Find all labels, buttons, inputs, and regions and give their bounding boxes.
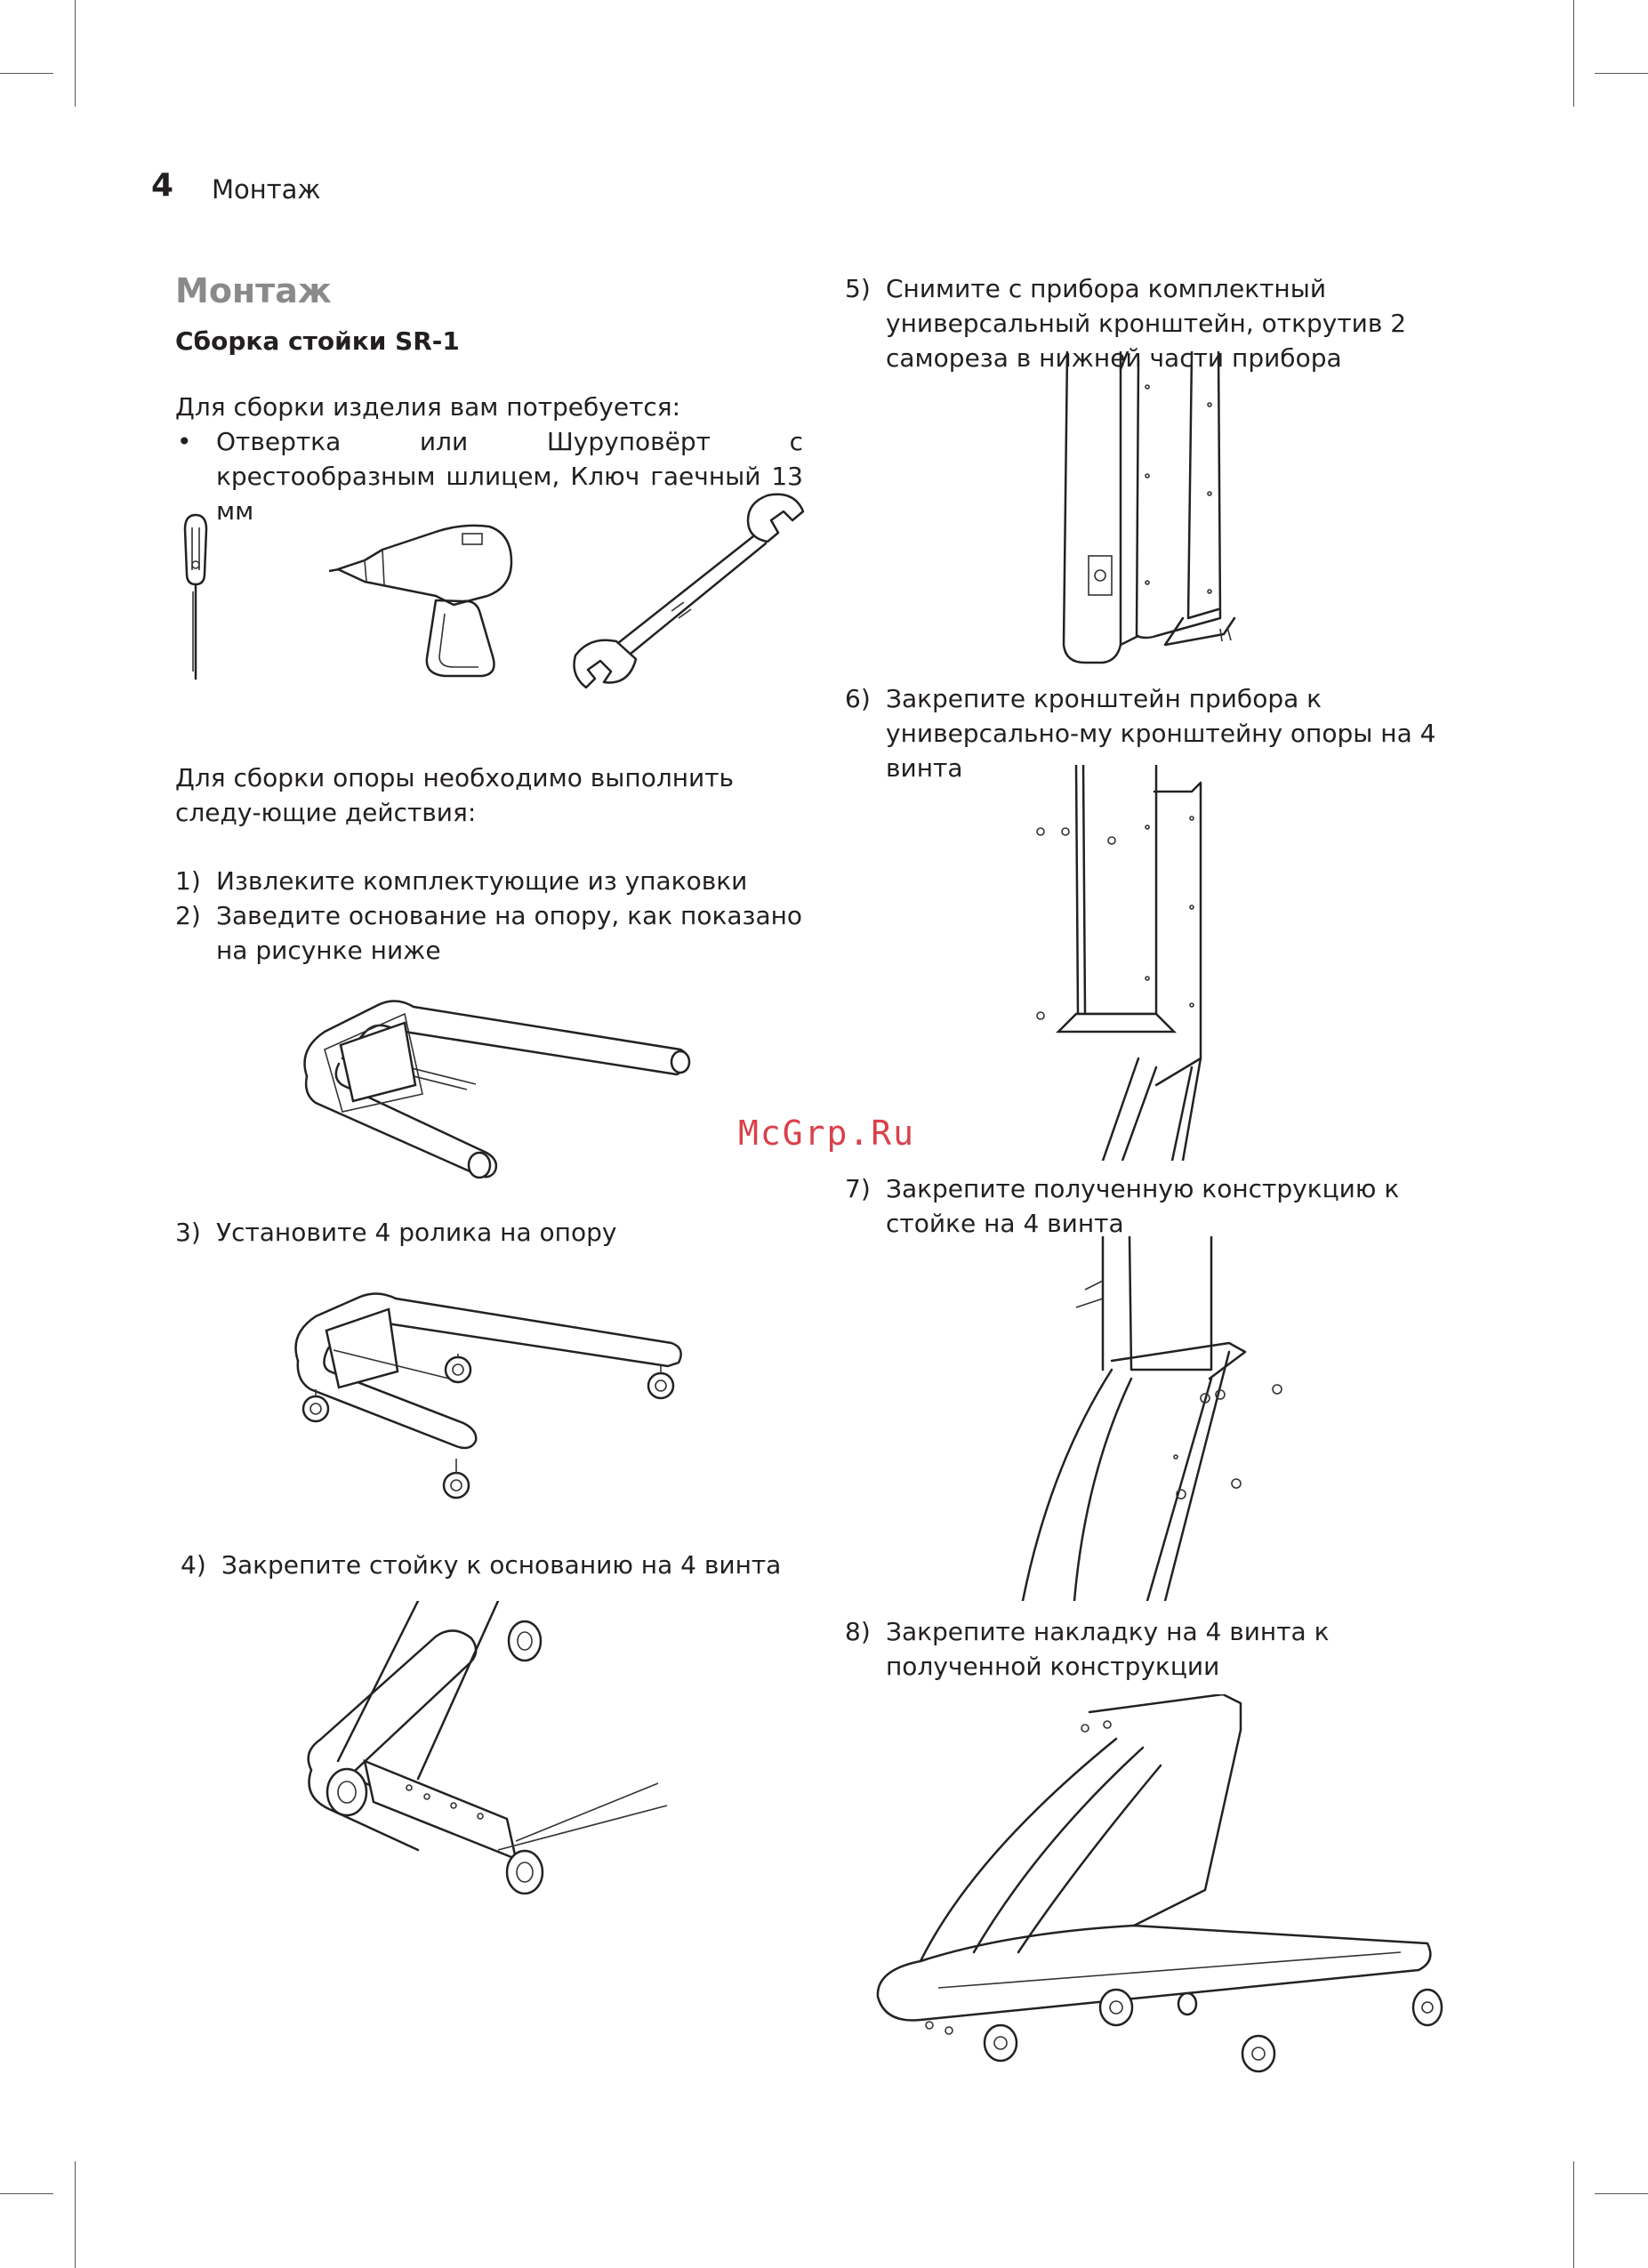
- crop-mark: [75, 2161, 76, 2268]
- device-bracket-illustration: [1032, 351, 1263, 672]
- step-7-block: 7) Закрепите полученную конструкцию к ст…: [845, 1171, 1476, 1241]
- step-4-block: 4) Закрепите стойку к основанию на 4 вин…: [181, 1548, 808, 1582]
- step-text: Закрепите полученную конструкцию к стойк…: [886, 1174, 1400, 1238]
- crop-mark: [0, 2193, 53, 2194]
- steps-intro: Для сборки опоры необходимо выполнить сл…: [175, 763, 735, 827]
- step-number: 2): [175, 901, 201, 930]
- step-item: 8) Закрепите накладку на 4 винта к получ…: [845, 1614, 1476, 1684]
- tools-text: Отвертка или Шуруповёрт с крестообразным…: [216, 427, 803, 526]
- step-item: 4) Закрепите стойку к основанию на 4 вин…: [181, 1548, 808, 1582]
- page-number: 4: [151, 167, 174, 204]
- step-5-block: 5) Снимите с прибора комплектный универс…: [845, 271, 1476, 375]
- step-text: Снимите с прибора комплектный универсаль…: [886, 274, 1407, 373]
- step-text: Закрепите кронштейн прибора к универсаль…: [886, 684, 1436, 783]
- stand-base-bolting-illustration: [302, 1601, 676, 1894]
- step-item: 6) Закрепите кронштейн прибора к универс…: [845, 681, 1476, 785]
- steps-1-2: 1) Извлеките комплектующие из упаковки 2…: [175, 864, 803, 968]
- section-title: Монтаж: [175, 271, 332, 310]
- step-6-block: 6) Закрепите кронштейн прибора к универс…: [845, 681, 1476, 785]
- watermark: McGrp.Ru: [738, 1114, 916, 1153]
- drill-illustration: [329, 507, 525, 685]
- running-header: Монтаж: [212, 174, 321, 205]
- step-number: 4): [181, 1550, 206, 1580]
- tools-list-item: • Отвертка или Шуруповёрт с крестообразн…: [175, 424, 803, 528]
- stand-column-assembly-illustration: [978, 1236, 1298, 1601]
- crop-mark: [1573, 0, 1574, 107]
- crop-mark: [1595, 73, 1648, 74]
- complete-stand-illustration: [867, 1694, 1445, 2095]
- base-with-wheels-illustration: [280, 1290, 698, 1512]
- step-number: 7): [845, 1174, 871, 1203]
- crop-mark: [1573, 2161, 1574, 2268]
- step-item: 1) Извлеките комплектующие из упаковки: [175, 864, 803, 898]
- tools-intro: Для сборки изделия вам потребуется:: [175, 392, 681, 422]
- steps-intro-block: Для сборки опоры необходимо выполнить сл…: [175, 760, 803, 830]
- section-subtitle: Сборка стойки SR-1: [175, 326, 460, 356]
- bracket-mounting-illustration: [1023, 765, 1236, 1161]
- step-3-block: 3) Установите 4 ролика на опору: [175, 1215, 803, 1250]
- crop-mark: [1595, 2193, 1648, 2194]
- step-item: 5) Снимите с прибора комплектный универс…: [845, 271, 1476, 375]
- step-text: Закрепите стойку к основанию на 4 винта: [221, 1550, 782, 1580]
- step-number: 3): [175, 1218, 201, 1247]
- step-number: 8): [845, 1617, 871, 1646]
- screwdriver-illustration: [169, 511, 222, 689]
- step-text: Установите 4 ролика на опору: [216, 1218, 617, 1247]
- step-item: 7) Закрепите полученную конструкцию к ст…: [845, 1171, 1476, 1241]
- step-8-block: 8) Закрепите накладку на 4 винта к получ…: [845, 1614, 1476, 1684]
- step-item: 3) Установите 4 ролика на опору: [175, 1215, 803, 1250]
- step-text: Заведите основание на опору, как показан…: [216, 901, 803, 965]
- bullet: •: [177, 427, 192, 456]
- base-frame-illustration: [289, 996, 698, 1187]
- step-text: Извлеките комплектующие из упаковки: [216, 866, 748, 896]
- wrench-illustration: [565, 485, 814, 698]
- step-number: 6): [845, 684, 871, 713]
- crop-mark: [0, 73, 53, 74]
- step-text: Закрепите накладку на 4 винта к полученн…: [886, 1617, 1330, 1681]
- left-column: Монтаж Сборка стойки SR-1 Для сборки изд…: [175, 271, 803, 528]
- step-number: 5): [845, 274, 871, 303]
- step-item: 2) Заведите основание на опору, как пока…: [175, 898, 803, 968]
- crop-mark: [75, 0, 76, 107]
- step-number: 1): [175, 866, 201, 896]
